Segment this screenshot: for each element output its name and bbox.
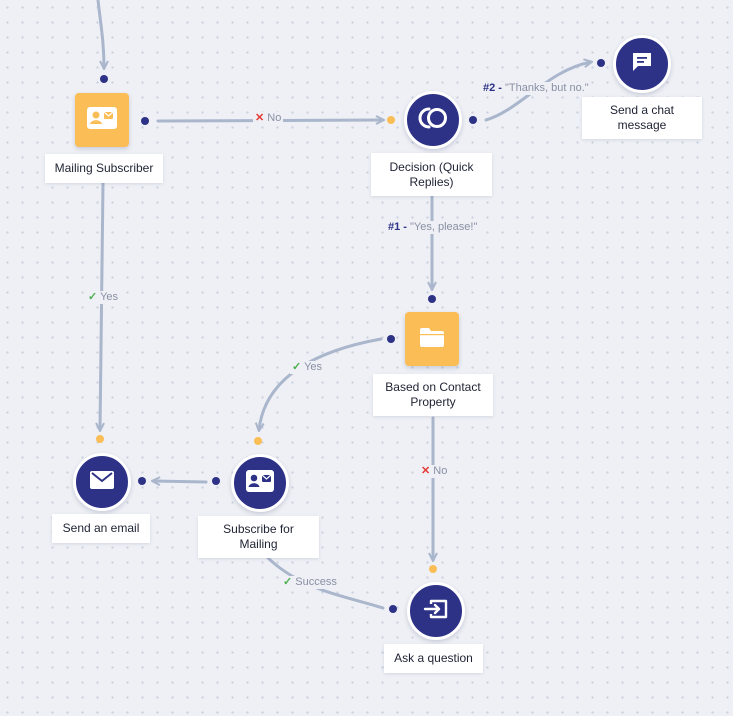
send-email-out-port[interactable] [138,477,146,485]
edge-label-mailing-no[interactable]: ✕ No [253,112,284,125]
mailing-subscriber-icon-tile[interactable] [75,93,129,147]
send-email-label[interactable]: Send an email [52,514,150,543]
decision-out-port-2[interactable] [469,116,477,124]
edge-label-subscribe-success[interactable]: ✓ Success [281,576,339,589]
edge-label-decision-two[interactable]: #2 - "Thanks, but no." [481,82,591,95]
edge-label-contact-yes[interactable]: ✓ Yes [290,361,325,374]
contact-in-port[interactable] [428,295,436,303]
ask-in-port[interactable] [429,565,437,573]
decision-node[interactable] [404,91,462,149]
reply-number: #1 - [388,221,407,233]
contact-property-label[interactable]: Based on Contact Property [373,374,493,416]
folder-icon [419,326,445,353]
contact-out-port[interactable] [387,335,395,343]
subscribe-label[interactable]: Subscribe for Mailing [198,516,319,558]
ask-out-port[interactable] [389,605,397,613]
edge-label-text: No [267,112,282,124]
chat-message-icon [631,51,653,78]
decision-in-port[interactable] [387,116,395,124]
edge-mailing-yes [100,181,103,430]
reply-number: #2 - [483,82,502,94]
ask-question-node[interactable] [407,582,465,640]
decision-label[interactable]: Decision (Quick Replies) [371,153,492,196]
edge-label-text: Success [295,576,337,588]
mailing-subscriber-label[interactable]: Mailing Subscriber [45,154,163,183]
contact-card-icon [246,469,274,497]
contact-property-icon-tile[interactable] [405,312,459,366]
send-email-node[interactable] [73,453,131,511]
envelope-icon [90,470,114,494]
check-icon: ✓ [88,291,98,303]
subscribe-node[interactable] [231,454,289,512]
subscribe-in-port[interactable] [254,437,262,445]
check-icon: ✓ [292,361,302,373]
edge-label-text: Yes [100,291,119,303]
send-chat-node[interactable] [613,35,671,93]
cross-icon: ✕ [421,465,431,477]
check-icon: ✓ [283,576,293,588]
mailing-out-port[interactable] [141,117,149,125]
edge-label-text: Yes [304,361,323,373]
edge-subscribe-success [264,554,385,610]
send-email-in-port[interactable] [96,435,104,443]
subscribe-out-port[interactable] [212,477,220,485]
edge-label-mailing-yes[interactable]: ✓ Yes [86,291,121,304]
mailing-in-port[interactable] [100,75,108,83]
send-chat-in-port[interactable] [597,59,605,67]
contact-card-icon [87,106,117,134]
edge-subscribe-email [153,481,208,482]
input-arrow-icon [423,598,449,625]
edge-label-text: "Thanks, but no." [505,82,589,94]
quick-replies-icon [418,106,448,135]
ask-question-label[interactable]: Ask a question [384,644,483,673]
edge-contact-yes [259,337,383,430]
send-chat-label[interactable]: Send a chat message [582,97,702,139]
edge-label-decision-one[interactable]: #1 - "Yes, please!" [386,221,480,234]
edge-label-text: "Yes, please!" [410,221,478,233]
edge-label-contact-no[interactable]: ✕ No [419,465,450,478]
edge-incoming [96,0,104,68]
edge-label-text: No [433,465,448,477]
cross-icon: ✕ [255,112,265,124]
